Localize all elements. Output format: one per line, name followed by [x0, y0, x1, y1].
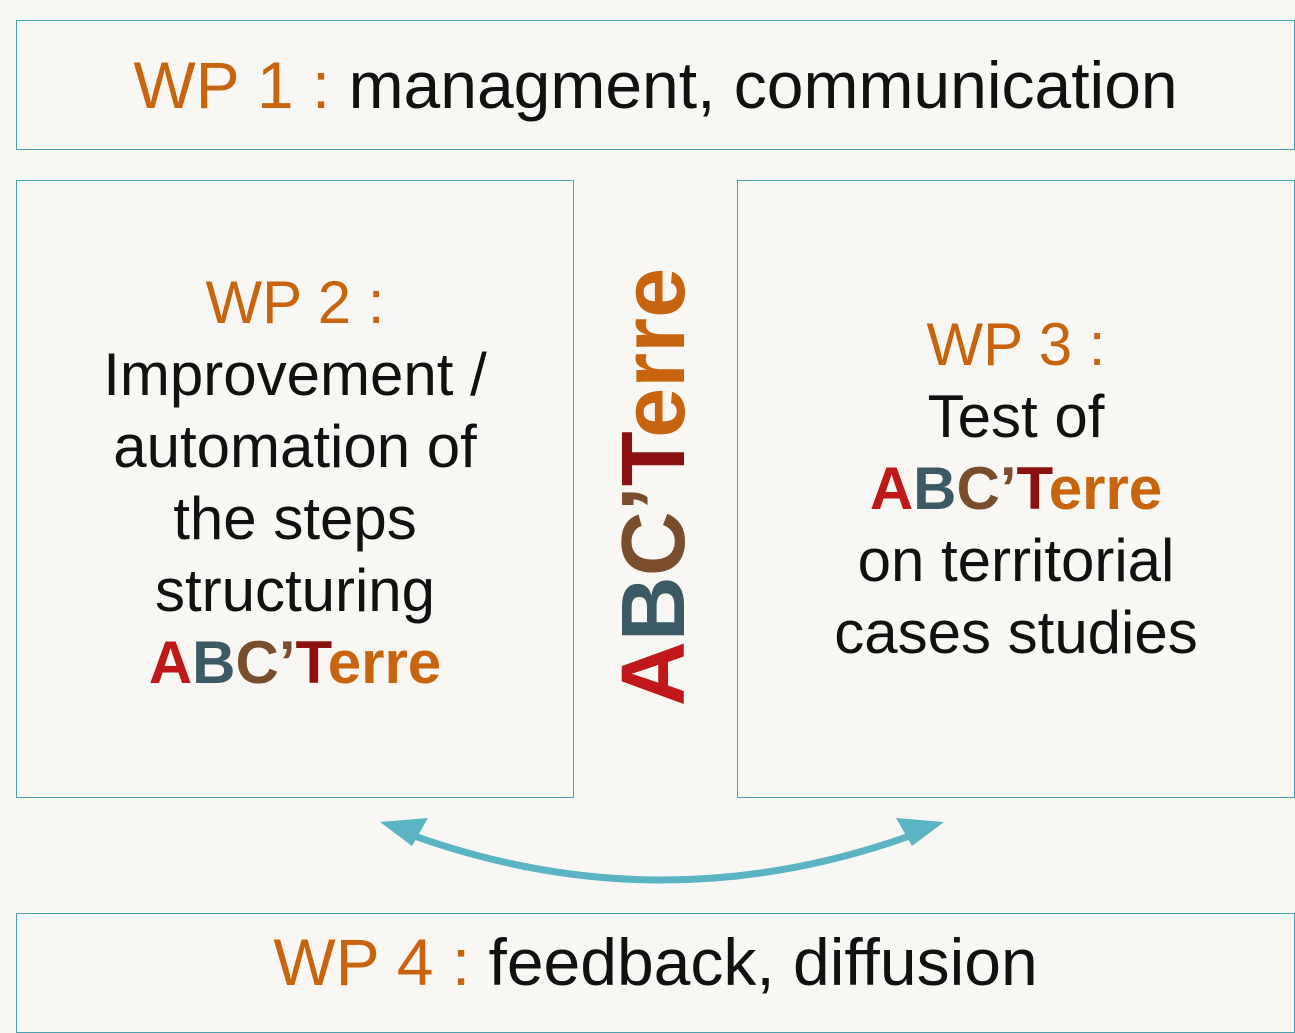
wp2-box: WP 2 : Improvement / automation of the s… [16, 180, 574, 798]
wp4-text: feedback, diffusion [488, 925, 1038, 999]
wp2-line: structuring [154, 557, 436, 624]
wp2-line: the steps [173, 485, 417, 552]
wp3-tag: WP 3 : [926, 311, 1106, 378]
wp1-tag: WP 1 : [133, 48, 331, 122]
wp3-brand: ABC’Terre [869, 455, 1163, 522]
arrow-head-left [380, 818, 428, 846]
wp4-tag: WP 4 : [273, 925, 471, 999]
arrow-curve [394, 826, 930, 884]
wp3-line: on territorial [857, 527, 1175, 594]
wp1-box: WP 1 : managment, communication [16, 20, 1295, 150]
wp4-box: WP 4 : feedback, diffusion [16, 913, 1295, 1033]
wp2-line: automation of [113, 413, 477, 480]
wp1-text: managment, communication [348, 48, 1178, 122]
wp3-line: Test of [927, 383, 1105, 450]
wp2-brand: ABC’Terre [148, 629, 442, 696]
wp3-line: cases studies [834, 599, 1198, 666]
double-arrow-icon [380, 818, 944, 884]
wp3-box: WP 3 : Test of ABC’Terre on territorial … [737, 180, 1295, 798]
wp2-tag: WP 2 : [205, 269, 385, 336]
wp2-line: Improvement / [103, 341, 487, 408]
arrow-head-right [896, 818, 944, 846]
